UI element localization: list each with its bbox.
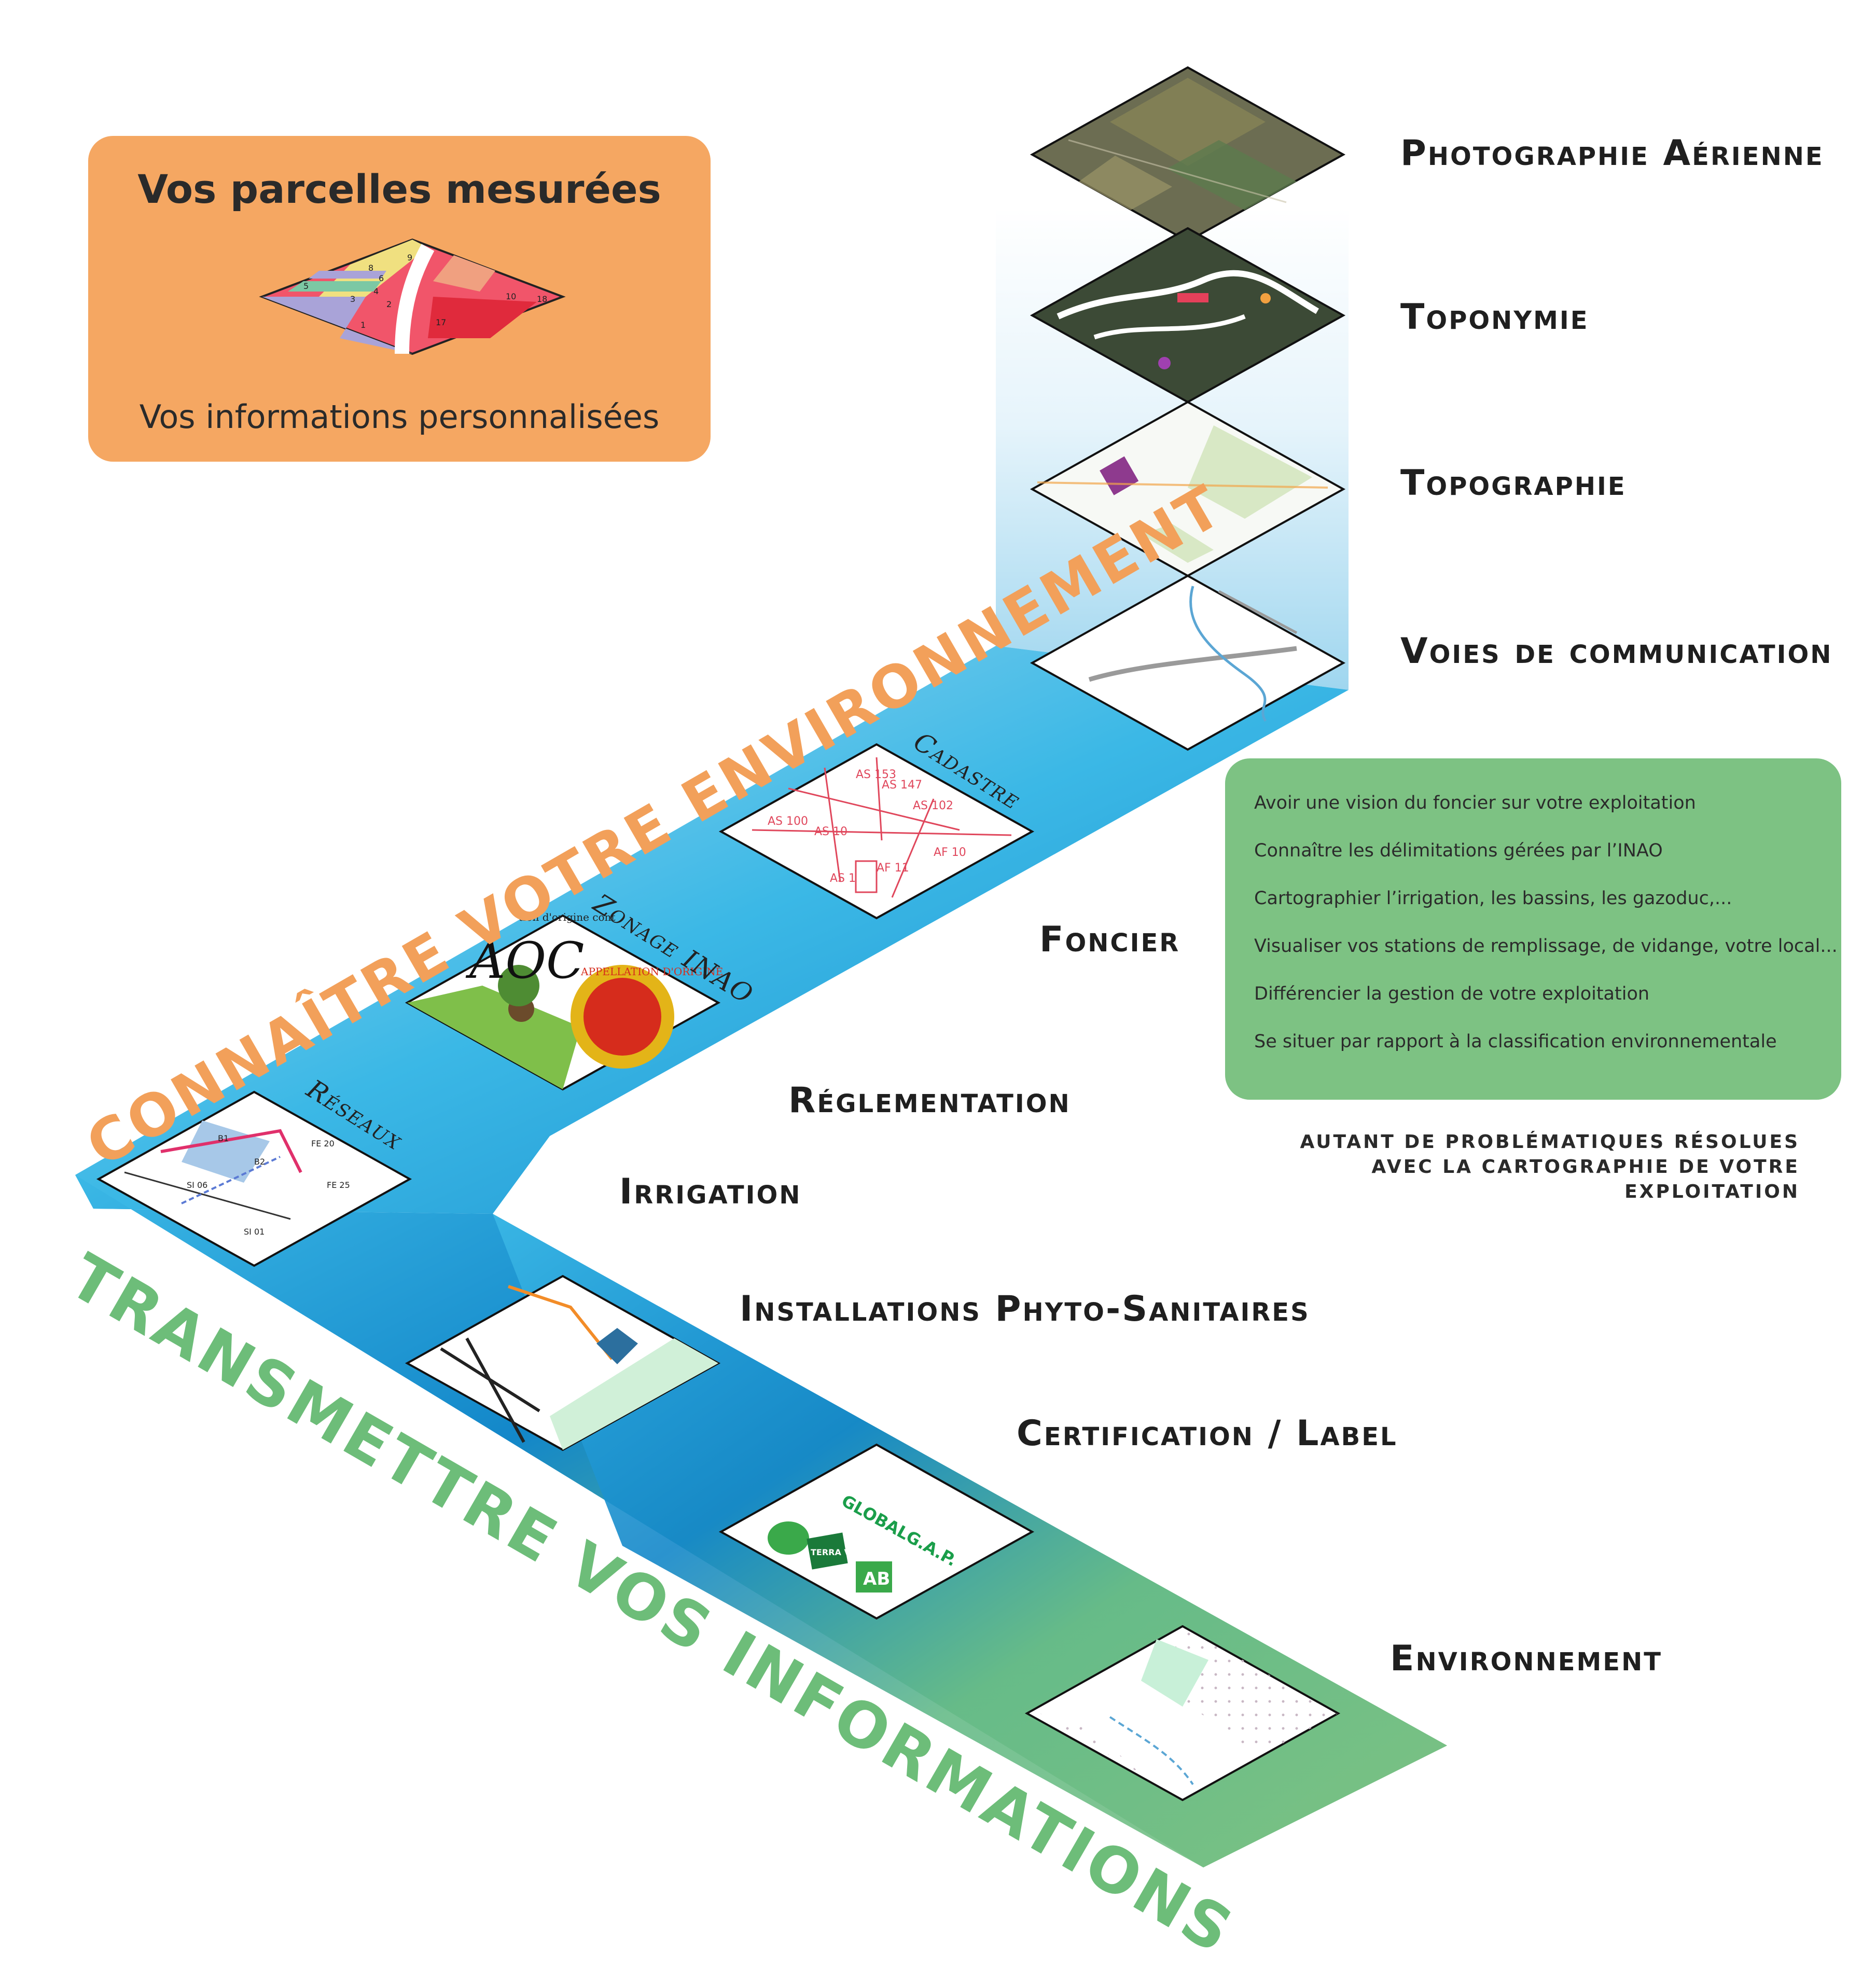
label-irrigation: Irrigation [619,1171,802,1212]
benefit-item: Se situer par rapport à la classificatio… [1254,1031,1777,1052]
reseaux-code: FE 20 [311,1139,335,1148]
label-topographie: Topographie [1400,463,1627,504]
tile-certification: GLOBALG.A.P. TERRA VITIS AB [718,1443,1035,1620]
parcel-number: 17 [436,317,446,327]
benefit-item: Avoir une vision du foncier sur votre ex… [1254,793,1696,813]
parcel-number: 6 [379,273,384,283]
parcel-map: 9 8 6 5 4 3 2 1 17 10 18 [259,238,566,355]
tile-environnement [1024,1625,1341,1802]
cadastre-code: AF 10 [934,846,966,859]
reseaux-code: SI 06 [187,1180,207,1190]
label-voies: Voies de communication [1400,631,1833,672]
reseaux-code: B2 [254,1157,265,1167]
label-foncier: Foncier [1039,919,1180,960]
terra-vitis-text: TERRA VITIS [811,1547,868,1557]
parcel-number: 8 [368,263,373,273]
parcels-subtitle: Vos informations personnalisées [139,398,660,436]
benefits-list: Avoir une vision du foncier sur votre ex… [1225,758,1841,1079]
parcel-number: 18 [537,294,547,304]
parcel-number: 4 [373,286,379,296]
aoc-logo-text: AOC [465,932,584,990]
reseaux-code: SI 01 [244,1227,265,1237]
cadastre-code: AS 1 [830,872,856,885]
tile-zonage: AOC tion d'origine cont APPELLATION D'OR… [405,911,723,1091]
benefit-item: Cartographier l’irrigation, les bassins,… [1254,888,1732,909]
label-installations: Installations Phyto-Sanitaires [740,1289,1310,1330]
label-photographie: Photographie Aérienne [1400,133,1824,174]
ab-logo-text: AB [863,1569,890,1589]
cadastre-code: AS 10 [814,825,847,838]
aoc-curve-text: tion d'origine cont [519,911,615,923]
benefit-item: Visualiser vos stations de remplissage, … [1254,936,1838,957]
tile-photographie [1030,66,1346,243]
parcels-box: Vos parcelles mesurées 9 8 6 5 4 3 2 1 1… [88,136,711,462]
parcel-number: 3 [350,294,355,304]
benefits-footer-line2: AVEC LA CARTOGRAPHIE DE VOTRE EXPLOITATI… [1371,1156,1800,1202]
parcel-number: 2 [386,299,392,309]
upper-band [75,646,1349,1214]
cadastre-code: AS 102 [913,799,953,812]
cadastre-code: AS 147 [882,779,922,792]
parcel-number: 1 [360,320,366,330]
aoc-seal-text: APPELLATION D'ORIGINE [580,965,723,978]
parcel-number: 10 [506,292,516,301]
cadastre-code: AS 100 [768,815,808,828]
reseaux-code: FE 25 [327,1180,350,1190]
benefits-footer: AUTANT DE PROBLÉMATIQUES RÉSOLUES AVEC L… [1266,1130,1800,1204]
cadastre-code: AF 11 [877,862,909,875]
label-environnement: Environnement [1390,1638,1662,1679]
parcel-number: 9 [407,253,412,262]
tile-voies [1030,574,1346,751]
parcels-title: Vos parcelles mesurées [137,166,661,212]
benefits-box: Avoir une vision du foncier sur votre ex… [1225,758,1841,1100]
parcel-number: 5 [303,281,309,291]
label-certification: Certification / Label [1017,1413,1398,1454]
benefit-item: Différencier la gestion de votre exploit… [1254,984,1650,1004]
cadastre-code: AS 153 [856,768,896,781]
tile-installations [405,1275,721,1451]
benefit-item: Connaître les délimitations gérées par l… [1254,840,1663,861]
tile-reseaux: FE 20 FE 25 SI 06 SI 01 B1 B2 [96,1090,412,1267]
tile-cadastre: AS 153 AS 147 AS 100 AS 10 AS 102 AF 11 … [718,743,1035,920]
benefits-footer-line1: AUTANT DE PROBLÉMATIQUES RÉSOLUES [1300,1131,1800,1153]
label-reglementation: Réglementation [788,1080,1071,1121]
reseaux-code: B1 [218,1133,229,1143]
label-toponymie: Toponymie [1400,297,1589,338]
